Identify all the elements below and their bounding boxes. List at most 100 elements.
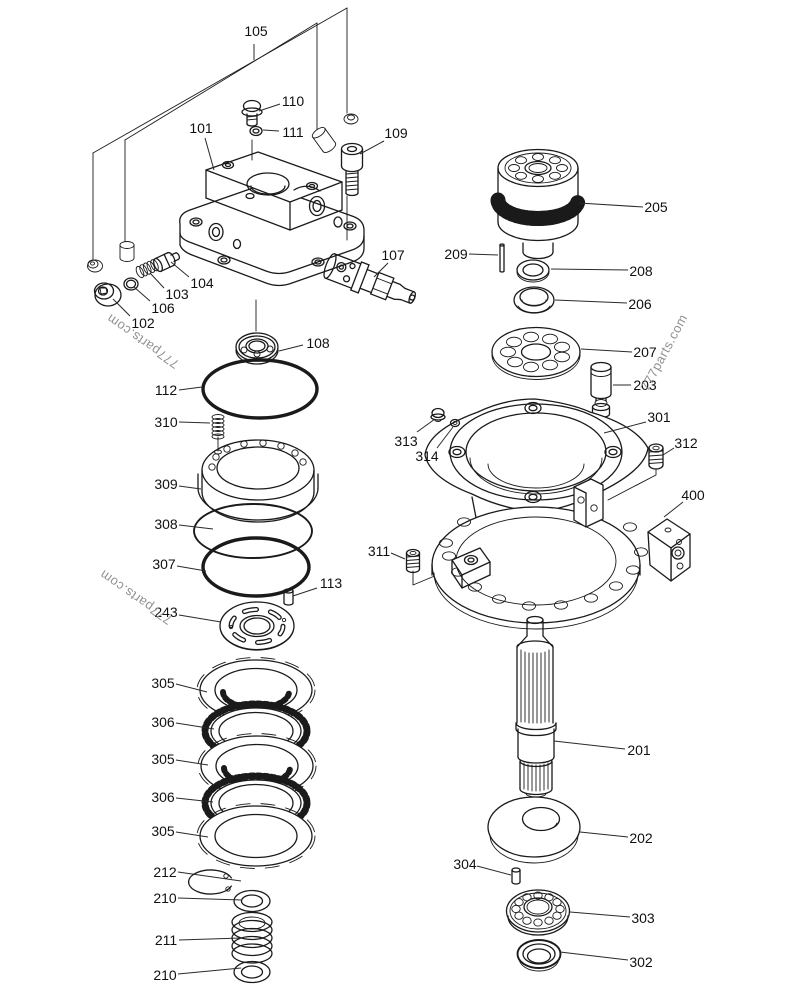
leader-line-212 <box>177 871 242 882</box>
leader-line-210 <box>177 967 242 975</box>
part-label-102: 102 <box>131 315 155 331</box>
part-label-303: 303 <box>631 910 655 926</box>
leader-line-111 <box>262 129 280 132</box>
leader-line-108 <box>278 344 304 352</box>
part-label-207: 207 <box>633 344 657 360</box>
leader-line-306 <box>175 797 214 803</box>
part-label-312: 312 <box>674 435 698 451</box>
leader-line-202 <box>579 831 629 838</box>
leader-line-304 <box>476 865 512 876</box>
part-label-108: 108 <box>306 335 330 351</box>
part-label-205: 205 <box>644 199 668 215</box>
leader-line-211 <box>178 937 242 941</box>
part-label-210: 210 <box>153 890 177 906</box>
leader-line-106 <box>133 286 151 302</box>
part-label-113: 113 <box>320 575 343 591</box>
o-ring-112 <box>201 358 319 420</box>
part-label-243: 243 <box>154 604 178 620</box>
part-label-400: 400 <box>681 487 705 503</box>
part-label-309: 309 <box>154 476 178 492</box>
part-label-103: 103 <box>165 286 189 302</box>
leader-line-110 <box>258 103 281 112</box>
leader-line-305 <box>175 683 208 693</box>
leader-line-101 <box>204 137 215 171</box>
socket-bolt-109 <box>340 142 364 197</box>
leader-line-206 <box>554 299 628 304</box>
leader-line-208 <box>550 268 629 271</box>
pipe-segment-left <box>119 241 135 262</box>
part-label-112: 112 <box>155 382 178 398</box>
part-label-109: 109 <box>384 125 408 141</box>
part-label-304: 304 <box>453 856 477 872</box>
separator-plate-305-c <box>196 803 316 869</box>
part-label-306: 306 <box>151 714 175 730</box>
leader-line-107 <box>373 262 389 278</box>
part-label-305: 305 <box>151 823 175 839</box>
part-label-305: 305 <box>151 751 175 767</box>
leader-line-102 <box>112 298 131 317</box>
leader-line-113 <box>292 587 318 597</box>
part-label-310: 310 <box>154 414 178 430</box>
shaft-201 <box>515 615 557 798</box>
part-label-201: 201 <box>627 742 651 758</box>
part-label-314: 314 <box>415 448 439 464</box>
o-ring-106 <box>123 277 139 291</box>
plug-313 <box>430 407 446 422</box>
relief-valve-107 <box>323 253 416 304</box>
part-label-106: 106 <box>151 300 175 316</box>
set-screw-311 <box>405 548 421 574</box>
pipe-segment-right <box>311 127 337 153</box>
leader-line-310 <box>178 421 211 424</box>
leader-line-308 <box>178 524 214 530</box>
part-label-209: 209 <box>444 246 468 262</box>
part-label-202: 202 <box>629 830 653 846</box>
valve-body <box>179 151 365 287</box>
washer-210-lower <box>233 960 271 984</box>
oil-seal-302 <box>516 939 562 972</box>
part-label-313: 313 <box>394 433 418 449</box>
part-label-206: 206 <box>628 296 652 312</box>
part-label-210: 210 <box>153 967 177 983</box>
leader-line-201 <box>553 740 626 750</box>
leader-line-103 <box>149 272 165 289</box>
leader-line-209 <box>468 253 499 256</box>
leader-line-210 <box>177 897 243 901</box>
pipe-assembly <box>87 7 359 273</box>
pin-113 <box>283 588 294 606</box>
o-ring-111 <box>249 125 263 137</box>
leader-line-205 <box>578 202 644 208</box>
part-label-308: 308 <box>154 516 178 532</box>
part-label-301: 301 <box>647 409 671 425</box>
ring-208 <box>516 259 550 283</box>
set-screw-312 <box>648 443 664 470</box>
washer-314 <box>449 418 461 428</box>
leader-line-112 <box>178 386 203 391</box>
spherical-washer-206 <box>513 286 555 314</box>
part-label-307: 307 <box>152 556 176 572</box>
pin-304 <box>511 867 521 885</box>
watermark-text: 777parts.com <box>97 567 175 628</box>
part-label-101: 101 <box>189 120 213 136</box>
part-label-211: 211 <box>155 932 178 948</box>
snap-ring-212 <box>187 869 232 895</box>
leader-line-305 <box>175 759 209 766</box>
part-label-203: 203 <box>633 377 657 393</box>
part-label-208: 208 <box>629 263 653 279</box>
cylinder-block-205 <box>490 148 586 260</box>
part-label-302: 302 <box>629 954 653 970</box>
plate-243 <box>219 601 295 651</box>
leader-line-312 <box>662 447 675 456</box>
leader-line-303 <box>569 911 631 918</box>
housing-301 <box>424 398 649 630</box>
leader-line-243 <box>178 614 222 623</box>
part-label-107: 107 <box>381 247 405 263</box>
plug-102 <box>93 282 122 307</box>
leader-line-306 <box>175 722 215 730</box>
part-label-104: 104 <box>190 275 214 291</box>
leader-line-309 <box>178 485 202 490</box>
valve-block-400 <box>647 518 691 582</box>
roller-bearing-303 <box>505 889 571 936</box>
o-ring-307 <box>201 536 311 598</box>
